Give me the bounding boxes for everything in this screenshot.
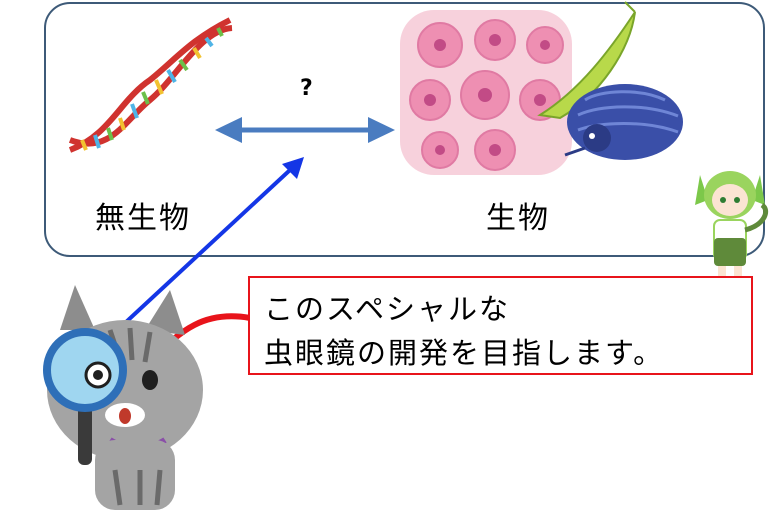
pointer-arrow bbox=[110, 157, 304, 337]
cat-with-magnifier-icon bbox=[43, 285, 203, 510]
dna-helix-icon bbox=[68, 17, 233, 153]
callout-line-2: 虫眼鏡の開発を目指します。 bbox=[264, 336, 665, 370]
question-mark: ? bbox=[300, 76, 313, 101]
callout-box: このスペシャルな 虫眼鏡の開発を目指します。 bbox=[248, 276, 753, 375]
pill-bug-icon bbox=[564, 84, 683, 160]
living-label: 生物 bbox=[486, 201, 550, 236]
cells-icon bbox=[400, 10, 572, 175]
non-living-label: 無生物 bbox=[95, 201, 191, 236]
callout-line-1: このスペシャルな bbox=[264, 292, 510, 326]
bidirectional-arrow bbox=[215, 117, 395, 143]
